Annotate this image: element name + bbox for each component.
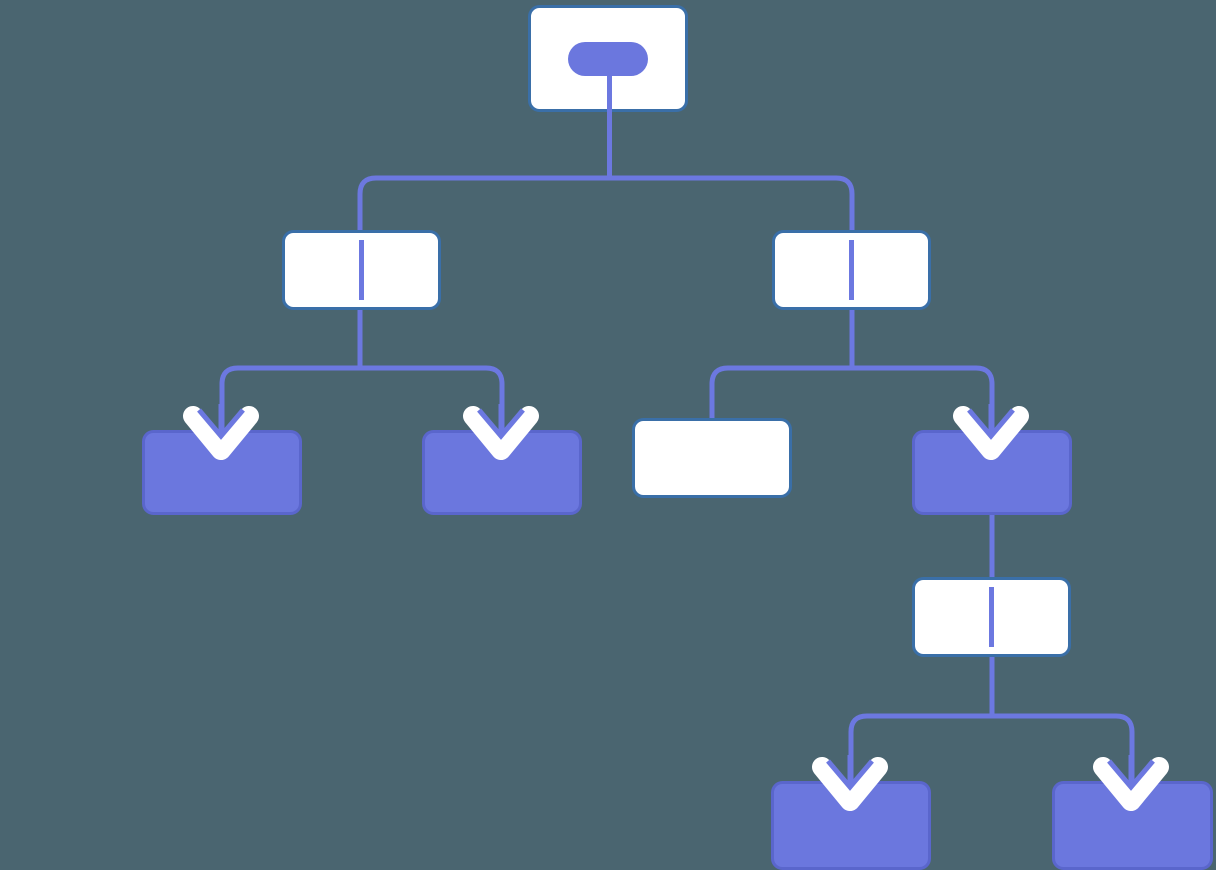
branch-node-right[interactable] <box>772 230 931 310</box>
node-vertical-line <box>359 240 364 300</box>
node-vertical-line <box>849 240 854 300</box>
edge-right-branch-to-accent[interactable] <box>849 310 995 430</box>
root-node[interactable] <box>528 5 688 113</box>
node-vertical-line <box>989 587 994 647</box>
arrowhead-marker <box>953 404 1029 460</box>
empty-node[interactable] <box>632 418 792 498</box>
edge-sub-branch-to-leaf-4[interactable] <box>989 657 1135 781</box>
arrowhead-halo <box>1093 757 1169 811</box>
arrowhead-shaft <box>988 404 994 434</box>
node-box <box>632 418 792 498</box>
edges-layer <box>219 112 1135 781</box>
arrowheads-layer <box>183 404 1169 811</box>
sub-branch-node[interactable] <box>912 577 1071 657</box>
arrowhead-shaft <box>218 404 224 434</box>
node-stem <box>607 76 612 112</box>
edge-root-to-right-branch[interactable] <box>607 112 855 230</box>
arrowhead-marker <box>812 755 888 811</box>
node-pill-marker <box>568 42 648 76</box>
arrowhead-halo <box>183 406 259 460</box>
arrowhead-shaft <box>847 755 853 785</box>
branch-node-left[interactable] <box>282 230 441 310</box>
edge-sub-branch-to-leaf-3[interactable] <box>848 657 995 781</box>
nodes-layer <box>142 5 1213 870</box>
arrowhead-chevron <box>1107 759 1155 791</box>
arrowhead-chevron <box>967 408 1015 440</box>
arrowhead-halo <box>953 406 1029 460</box>
edge-root-to-left-branch[interactable] <box>357 112 612 230</box>
edge-right-branch-to-empty[interactable] <box>709 310 855 418</box>
arrowhead-chevron <box>477 408 525 440</box>
arrowhead-shaft <box>1128 755 1134 785</box>
arrowhead-marker <box>1093 755 1169 811</box>
arrowhead-marker <box>463 404 539 460</box>
arrowhead-chevron <box>826 759 874 791</box>
arrowhead-halo <box>812 757 888 811</box>
edge-left-branch-to-leaf-2[interactable] <box>357 310 505 430</box>
edge-left-branch-to-leaf-1[interactable] <box>219 310 363 430</box>
arrowhead-chevron <box>197 408 245 440</box>
arrowhead-halo <box>463 406 539 460</box>
arrowhead-marker <box>183 404 259 460</box>
arrowhead-shaft <box>498 404 504 434</box>
